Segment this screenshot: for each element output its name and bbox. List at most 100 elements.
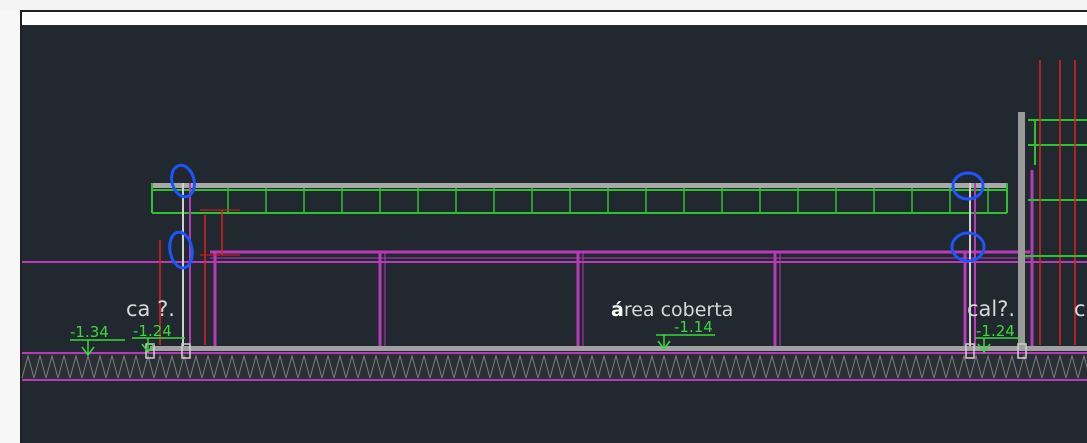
hatch-stroke (57, 354, 71, 379)
hatch-stroke (69, 354, 83, 379)
label-right-clipped: c (1074, 297, 1086, 321)
hatch-stroke (885, 354, 899, 379)
hatch-stroke (501, 354, 515, 379)
hatch-stroke (345, 354, 359, 379)
hatch-stroke (273, 354, 287, 379)
hatch-stroke (309, 354, 323, 379)
hatch-stroke (441, 354, 455, 379)
hatch-stroke (993, 354, 1007, 379)
label-area-coberta-bold: á (611, 299, 624, 321)
hatch-stroke (633, 354, 647, 379)
hatch-stroke (297, 354, 311, 379)
hatch-stroke (645, 354, 659, 379)
hatch-stroke (573, 354, 587, 379)
hatch-stroke (921, 354, 935, 379)
hatch-stroke (585, 354, 599, 379)
hatch-stroke (117, 354, 131, 379)
hatch-stroke (741, 354, 755, 379)
hatch-stroke (681, 354, 695, 379)
hatch-stroke (489, 354, 503, 379)
hatch-stroke (393, 354, 407, 379)
hatch-stroke (33, 354, 47, 379)
label-area-coberta: área coberta (611, 299, 733, 321)
hatch-stroke (105, 354, 119, 379)
hatch-stroke (825, 354, 839, 379)
hatch-stroke (21, 354, 35, 379)
blue-annotation-circles (168, 163, 986, 270)
hatch-stroke (777, 354, 791, 379)
hatch-stroke (261, 354, 275, 379)
hatch-stroke (45, 354, 59, 379)
hatch-stroke (801, 354, 815, 379)
hatch-stroke (789, 354, 803, 379)
hatch-stroke (765, 354, 779, 379)
hatch-stroke (657, 354, 671, 379)
hatch-stroke (213, 354, 227, 379)
hatch-stroke (357, 354, 371, 379)
level-left-inner: -1.24 (133, 322, 172, 340)
hatch-stroke (897, 354, 911, 379)
hatch-stroke (285, 354, 299, 379)
hatch-stroke (513, 354, 527, 379)
label-area-coberta-rest: rea coberta (624, 299, 734, 321)
hatch-stroke (153, 354, 167, 379)
hatch-stroke (861, 354, 875, 379)
purple-walls (22, 170, 1087, 350)
hatch-stroke (705, 354, 719, 379)
hatch-stroke (933, 354, 947, 379)
hatch-stroke (141, 354, 155, 379)
window-left-strip (0, 10, 20, 443)
window-top-strip (0, 0, 1087, 10)
hatch-stroke (873, 354, 887, 379)
hatch-stroke (753, 354, 767, 379)
hatch-stroke (129, 354, 143, 379)
hatch-stroke (981, 354, 995, 379)
hatch-stroke (525, 354, 539, 379)
hatch-stroke (597, 354, 611, 379)
hatch-stroke (165, 354, 179, 379)
level-left-outer: -1.34 (70, 323, 109, 341)
hatch-stroke (669, 354, 683, 379)
right-column (969, 60, 1087, 350)
hatch-stroke (693, 354, 707, 379)
hatch-stroke (621, 354, 635, 379)
hatch-stroke (477, 354, 491, 379)
hatch-stroke (405, 354, 419, 379)
hatch-stroke (189, 354, 203, 379)
hatch-stroke (201, 354, 215, 379)
top-truss (151, 183, 1008, 214)
hatch-stroke (813, 354, 827, 379)
hatch-stroke (321, 354, 335, 379)
hatch-stroke (369, 354, 383, 379)
hatch-stroke (1077, 354, 1087, 379)
hatch-stroke (1029, 354, 1043, 379)
hatch-stroke (1017, 354, 1031, 379)
hatch-stroke (849, 354, 863, 379)
hatch-stroke (1005, 354, 1019, 379)
hatch-stroke (1065, 354, 1079, 379)
hatch-stroke (453, 354, 467, 379)
hatch-stroke (417, 354, 431, 379)
hatch-stroke (1041, 354, 1055, 379)
hatch-stroke (717, 354, 731, 379)
hatch-stroke (549, 354, 563, 379)
level-center: -1.14 (674, 318, 713, 336)
hatch-stroke (237, 354, 251, 379)
hatch-stroke (333, 354, 347, 379)
hatch-stroke (465, 354, 479, 379)
floor-slab (145, 343, 1087, 359)
hatch-stroke (609, 354, 623, 379)
label-cal-right: cal?. (967, 297, 1015, 321)
hatch-stroke (729, 354, 743, 379)
hatch-stroke (537, 354, 551, 379)
hatch-stroke (381, 354, 395, 379)
hatch-stroke (909, 354, 923, 379)
hatch-stroke (249, 354, 263, 379)
level-right: -1.24 (976, 322, 1015, 340)
hatch-stroke (225, 354, 239, 379)
label-ca-left: ca ?. (126, 297, 175, 321)
hatch-stroke (177, 354, 191, 379)
hatch-stroke (837, 354, 851, 379)
hatch-stroke (93, 354, 107, 379)
